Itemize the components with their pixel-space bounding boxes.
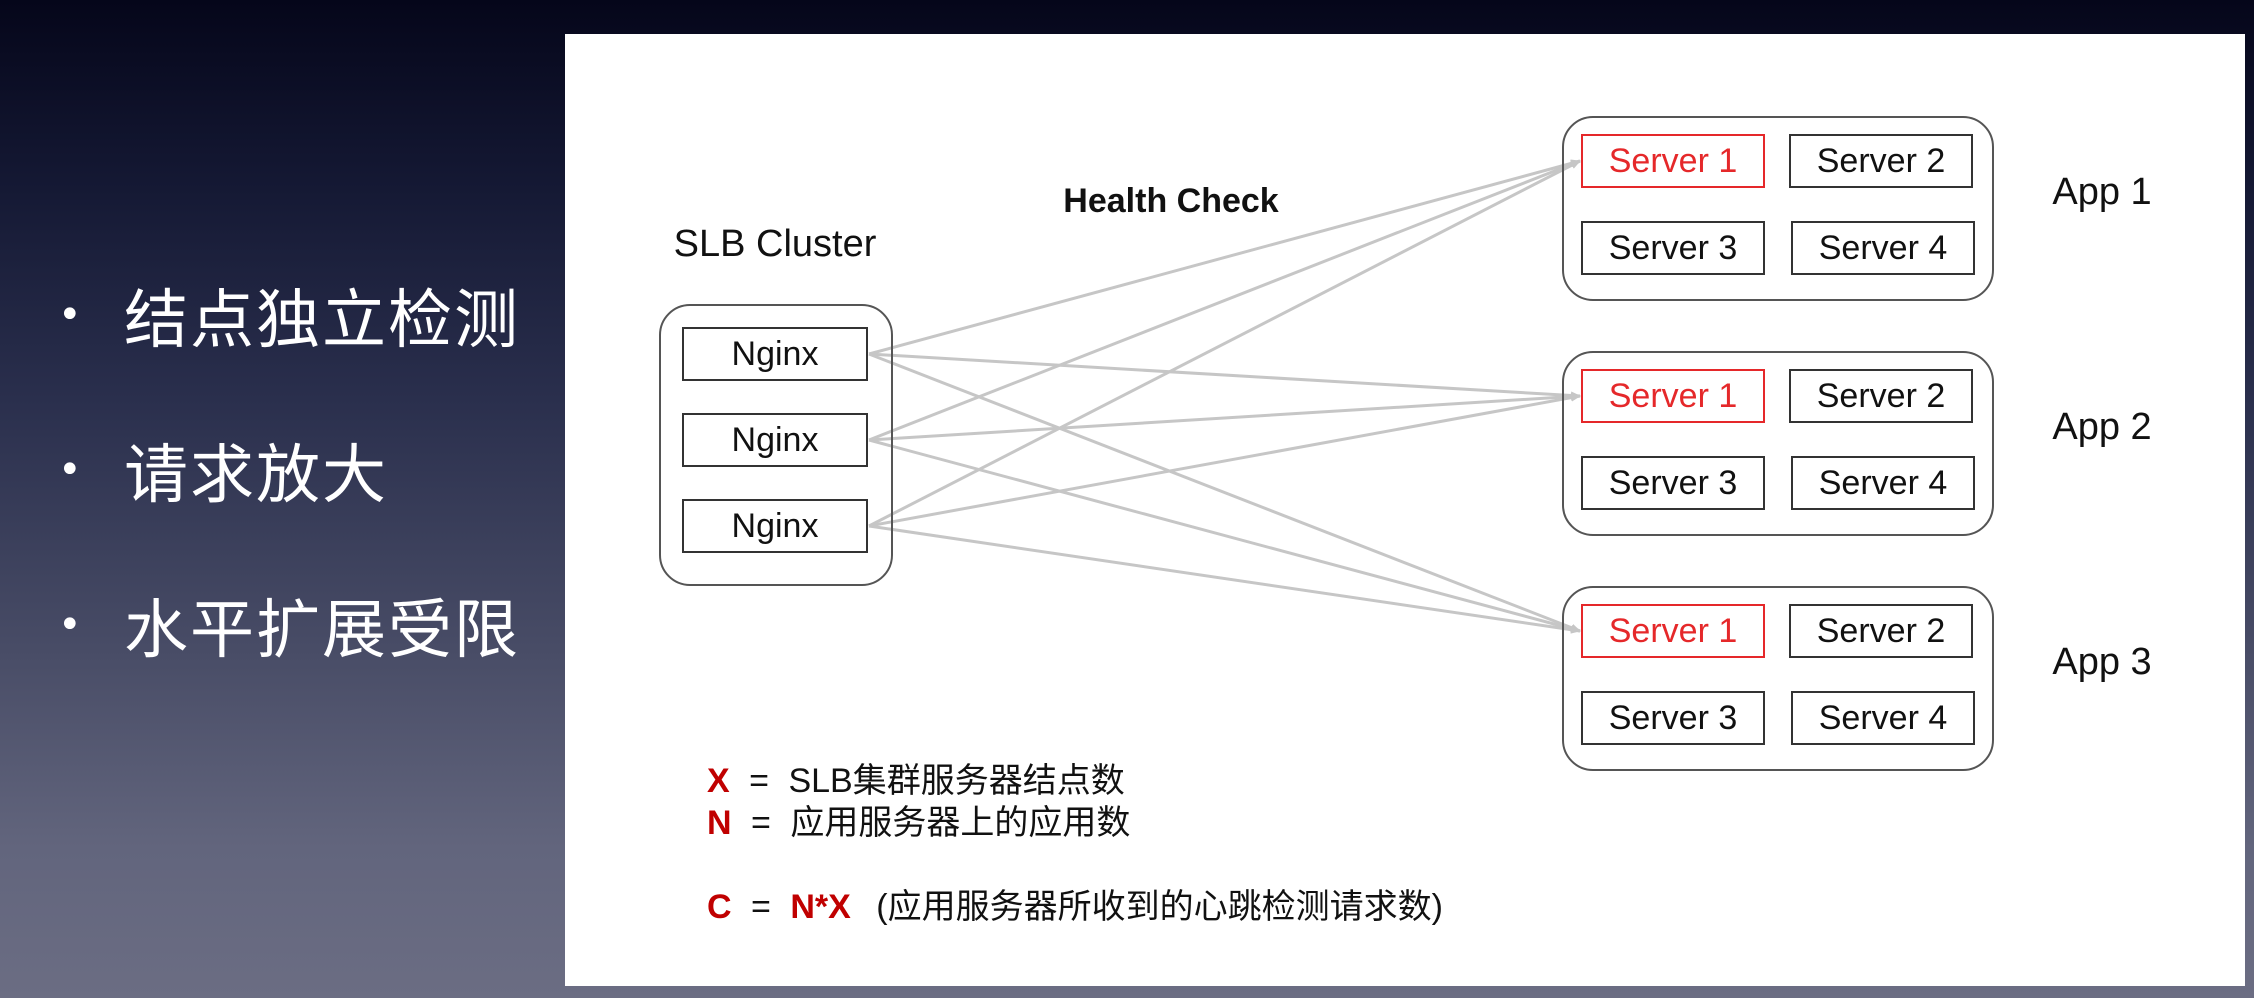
- app-label: App 1: [2052, 171, 2151, 213]
- server-label: Server 2: [1817, 142, 1946, 180]
- var-x: X: [707, 762, 730, 800]
- server-box: [1581, 691, 1765, 745]
- health-check-connector: [868, 352, 1581, 633]
- server-label: Server 1: [1609, 377, 1738, 415]
- health-check-connector: [868, 392, 1581, 442]
- slb-cluster-box: [659, 304, 893, 586]
- legend-line-x: X = SLB集群服务器结点数: [707, 762, 1125, 800]
- bullet-dot: •: [58, 602, 82, 648]
- var-c: C: [707, 888, 732, 926]
- health-check-connector: [868, 159, 1581, 442]
- server-box: [1791, 456, 1975, 510]
- server-label: Server 2: [1817, 377, 1946, 415]
- equals-sign: =: [751, 888, 771, 926]
- server-box: [1789, 604, 1973, 658]
- server-label: Server 2: [1817, 612, 1946, 650]
- diagram-panel: Health Check SLB Cluster Nginx Nginx Ngi…: [565, 34, 2245, 986]
- app-group: Server 1 Server 2 Server 3 Server 4 App …: [1562, 586, 2152, 771]
- nginx-label: Nginx: [732, 421, 819, 459]
- health-check-connector: [868, 352, 1581, 400]
- health-check-connector: [868, 159, 1581, 356]
- server-label: Server 3: [1609, 464, 1738, 502]
- nginx-label: Nginx: [732, 335, 819, 373]
- server-label: Server 4: [1819, 229, 1948, 267]
- server-label: Server 4: [1819, 464, 1948, 502]
- x-description: SLB集群服务器结点数: [788, 762, 1124, 800]
- app-group: Server 1 Server 2 Server 3 Server 4 App …: [1562, 116, 2152, 301]
- server-label: Server 3: [1609, 699, 1738, 737]
- server-box-highlighted: [1581, 369, 1765, 423]
- server-label: Server 3: [1609, 229, 1738, 267]
- health-check-connector: [868, 524, 1581, 634]
- equals-sign: =: [751, 804, 771, 842]
- var-n: N: [707, 804, 732, 842]
- c-formula: N*X: [790, 888, 851, 926]
- n-description: 应用服务器上的应用数: [790, 804, 1130, 842]
- bullet-text: 水平扩展受限: [124, 594, 520, 668]
- legend-line-n: N = 应用服务器上的应用数: [707, 804, 1130, 842]
- server-label: Server 4: [1819, 699, 1948, 737]
- formula-legend: X = SLB集群服务器结点数 N = 应用服务器上的应用数 C = N*X (…: [707, 762, 1443, 926]
- bullet-text: 请求放大: [124, 439, 388, 513]
- server-box-highlighted: [1581, 604, 1765, 658]
- nginx-node: Nginx: [682, 499, 868, 553]
- slb-cluster-label: SLB Cluster: [674, 223, 877, 265]
- bullet-text: 结点独立检测: [124, 284, 520, 358]
- server-label: Server 1: [1609, 142, 1738, 180]
- app-group: Server 1 Server 2 Server 3 Server 4 App …: [1562, 351, 2152, 536]
- app-box: [1562, 351, 1994, 536]
- server-box-highlighted: [1581, 134, 1765, 188]
- server-box: [1791, 691, 1975, 745]
- bullet-item: • 水平扩展受限: [58, 580, 520, 670]
- legend-line-c: C = N*X (应用服务器所收到的心跳检测请求数): [707, 888, 1443, 926]
- app-box: [1562, 586, 1994, 771]
- bullet-item: • 结点独立检测: [58, 270, 520, 360]
- equals-sign: =: [749, 762, 769, 800]
- nginx-node: Nginx: [682, 327, 868, 381]
- health-check-connector: [868, 159, 1581, 528]
- server-box: [1789, 134, 1973, 188]
- server-box: [1791, 221, 1975, 275]
- architecture-diagram: Health Check SLB Cluster Nginx Nginx Ngi…: [659, 116, 2152, 926]
- health-check-connector: [868, 393, 1581, 528]
- app-label: App 2: [2052, 406, 2151, 448]
- server-box: [1581, 456, 1765, 510]
- bullet-item: • 请求放大: [58, 425, 388, 515]
- health-check-label: Health Check: [1063, 182, 1278, 220]
- server-label: Server 1: [1609, 612, 1738, 650]
- app-box: [1562, 116, 1994, 301]
- app-label: App 3: [2052, 641, 2151, 683]
- nginx-label: Nginx: [732, 507, 819, 545]
- c-description: (应用服务器所收到的心跳检测请求数): [876, 888, 1443, 926]
- bullet-dot: •: [58, 447, 82, 493]
- nginx-node: Nginx: [682, 413, 868, 467]
- health-check-connector: [868, 438, 1581, 633]
- connector-lines: [868, 159, 1581, 634]
- bullet-dot: •: [58, 292, 82, 338]
- server-box: [1789, 369, 1973, 423]
- server-box: [1581, 221, 1765, 275]
